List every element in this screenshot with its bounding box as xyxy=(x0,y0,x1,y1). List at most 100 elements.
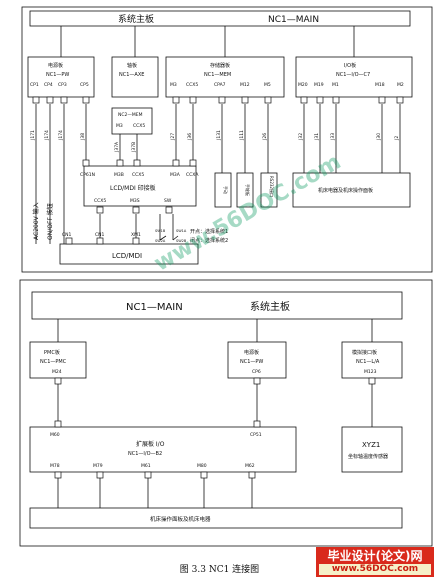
bottom-expansion-board xyxy=(29,426,297,473)
top-mem-sub-board xyxy=(111,107,153,135)
onoff-label: ON/OFF 按钮 xyxy=(46,203,54,240)
memory-port-m3: M3 xyxy=(170,82,177,88)
sw-label-sw1a: SW1A xyxy=(176,229,187,233)
sw-label-sw2a: SW2A xyxy=(155,239,166,243)
io-board-model: NC1—I/O—C7 xyxy=(336,72,370,78)
pmc-board-title: PMC板 xyxy=(44,349,60,356)
memory-port-cpa7: CPA7 xyxy=(214,82,226,88)
top-cables xyxy=(35,104,401,244)
top-rs232-box xyxy=(260,172,278,208)
lcd-mdi-board-title: LCD/MDI 印接板 xyxy=(110,184,156,192)
power-port-cp1: CP1 xyxy=(30,82,39,88)
top-panel-label: 机床电器及机床操作面板 xyxy=(318,187,373,194)
bottom-diagram xyxy=(19,279,433,547)
axis-board-title: 轴板 xyxy=(127,62,137,69)
power-port-cp4: CP4 xyxy=(44,82,53,88)
switch-note-2: 闭点：选择系统2 xyxy=(190,237,228,244)
lcd-port-ccxa: CCXA xyxy=(186,172,199,178)
io-port-m2: M2 xyxy=(397,82,404,88)
mem-sub-port-m3: M3 xyxy=(116,123,123,129)
ac-input-label: AC200V 输入 xyxy=(32,202,40,240)
expansion-board-model: NC1—I/O—B2 xyxy=(128,451,162,457)
bottom-connectors xyxy=(54,377,376,479)
top-hand-box-1 xyxy=(214,172,232,208)
lcd-port-bottom-sw: SW xyxy=(164,198,172,204)
watermark-badge: 毕业设计(论文)网 www.56DOC.com xyxy=(316,547,434,577)
cable-j174b: J174 xyxy=(58,130,64,141)
top-connectors xyxy=(32,96,404,245)
lcd-box-port-xm1: XM1 xyxy=(131,232,141,238)
memory-port-ccx5: CCX5 xyxy=(186,82,198,88)
cable-j2: J2 xyxy=(394,136,400,141)
lcd-port-bottom-ccx5: CCX5 xyxy=(94,198,106,204)
watermark-badge-title: 毕业设计(论文)网 xyxy=(327,549,423,563)
bottom-panel-box xyxy=(29,507,403,529)
lcd-port-m3a: M3A xyxy=(170,172,181,178)
cable-j26: J26 xyxy=(262,133,268,141)
top-switch-symbol xyxy=(159,235,179,241)
figure-caption: 图 3.3 NC1 连接图 xyxy=(179,565,260,575)
bottom-power-model: NC1—PW xyxy=(240,359,263,365)
expansion-port-m62: M62 xyxy=(245,463,255,469)
expansion-port-m79: M79 xyxy=(93,463,103,469)
power-board-title: 电源板 xyxy=(48,62,63,69)
cable-j33: J33 xyxy=(330,133,336,141)
top-main-board xyxy=(29,10,411,27)
lcd-box-title: LCD/MDI xyxy=(112,252,142,260)
expansion-port-m78: M78 xyxy=(50,463,60,469)
cable-j37a: J37A xyxy=(114,141,120,153)
cable-j37b: J37B xyxy=(131,142,137,153)
io-board-title: I/O板 xyxy=(344,62,356,69)
pmc-board-model: NC1—PMC xyxy=(40,359,67,365)
io-port-m19: M19 xyxy=(314,82,324,88)
analog-board-model: NC1—L/A xyxy=(356,359,380,365)
bottom-diagram-frame xyxy=(19,279,433,547)
power-port-cp3: CP3 xyxy=(58,82,67,88)
cable-j171: J171 xyxy=(30,130,36,141)
expansion-port-m60: M60 xyxy=(50,432,60,438)
sw-label-sw1b: SW1B xyxy=(155,229,166,233)
mem-sub-port-ccx5: CCX5 xyxy=(133,123,145,129)
cable-j32: J32 xyxy=(298,133,304,141)
expansion-port-m61: M61 xyxy=(141,463,151,469)
power-port-cp5: CP5 xyxy=(80,82,89,88)
lcd-port-m3b: M3B xyxy=(114,172,124,178)
memory-port-m12: M12 xyxy=(240,82,250,88)
cable-j174a: J174 xyxy=(44,130,50,141)
cable-j30: J30 xyxy=(376,133,382,141)
bottom-main-board-en: NC1—MAIN xyxy=(126,302,183,313)
io-port-m20: M20 xyxy=(298,82,308,88)
io-port-m1: M1 xyxy=(332,82,339,88)
top-diagram-frame xyxy=(21,6,433,273)
bottom-xyz-box xyxy=(341,426,403,473)
cable-j31: J31 xyxy=(314,133,320,141)
bottom-power-port-cp6: CP6 xyxy=(252,369,261,375)
watermark-badge-url: www.56DOC.com xyxy=(319,564,431,575)
bottom-main-board-cn: 系统主板 xyxy=(250,300,290,313)
top-text: 系统主板 NC1—MAIN 电源板 NC1—PW CP1 CP4 CP3 CP5… xyxy=(30,13,404,260)
cable-j38: J38 xyxy=(80,133,86,141)
expansion-port-cp51: CP51 xyxy=(250,432,262,438)
top-cable-labels: J171 J174 J174 J38 J37A J37B J27 J36 J13… xyxy=(30,130,400,153)
io-port-m18: M18 xyxy=(375,82,385,88)
axis-board-model: NC1—AXE xyxy=(119,72,144,78)
expansion-port-m80: M80 xyxy=(197,463,207,469)
rs232-label: RS232接口 xyxy=(269,176,275,197)
pmc-port-m24: M24 xyxy=(52,369,62,375)
lcd-box-port-cn1b: CN1 xyxy=(95,232,105,238)
sw-label-sw2b: SW2B xyxy=(176,239,187,243)
analog-board-title: 模拟接口板 xyxy=(352,349,377,356)
power-board-model: NC1—PW xyxy=(46,72,69,78)
top-panel-box xyxy=(292,172,411,208)
bottom-main-board xyxy=(31,291,403,320)
cable-j131: J131 xyxy=(216,130,222,141)
memory-port-m5: M5 xyxy=(264,82,271,88)
top-main-board-cn: 系统主板 xyxy=(118,13,154,25)
bottom-text: NC1—MAIN 系统主板 PMC板 NC1—PMC M24 电源板 NC1—P… xyxy=(40,300,388,523)
cable-j27: J27 xyxy=(170,133,176,141)
mem-sub-title: NC2—MEM xyxy=(118,112,143,118)
hand-box-1-label: 手动 xyxy=(223,186,229,194)
lcd-port-cp61n: CP61N xyxy=(80,172,95,178)
xyz-title: XYZ1 xyxy=(362,441,380,449)
